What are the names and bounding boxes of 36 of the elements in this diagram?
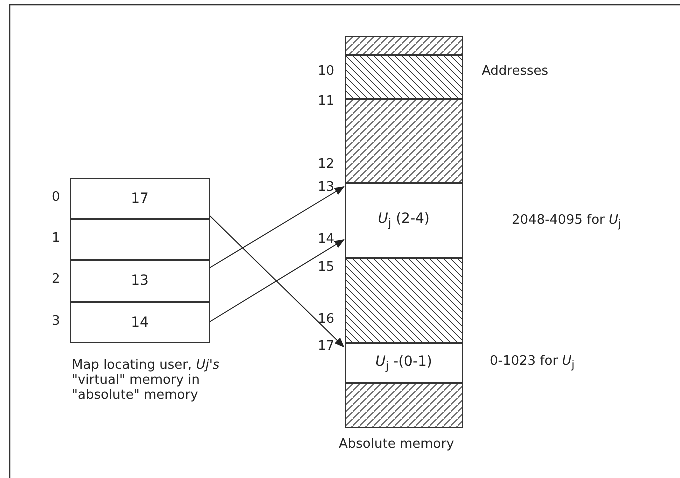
row-index: 2 — [52, 272, 60, 287]
address-number: 14 — [318, 232, 335, 247]
address-number: 13 — [318, 180, 335, 195]
arrow — [210, 186, 345, 268]
hatched-memory-block — [345, 99, 463, 183]
row-index: 3 — [52, 314, 60, 329]
address-number: 17 — [318, 339, 335, 354]
block-label: U$_{j}$ -(0-1) — [376, 354, 432, 372]
hatched-memory-block — [345, 36, 463, 55]
arrow — [210, 216, 345, 348]
address-number: 16 — [318, 312, 335, 327]
address-number: 11 — [318, 94, 335, 109]
block-label: U$_{j}$ (2-4) — [378, 211, 430, 230]
address-number: 12 — [318, 157, 335, 172]
arrow — [210, 239, 345, 322]
page-number: 17 — [131, 190, 149, 206]
address-number: 10 — [318, 64, 335, 79]
hatched-memory-block — [345, 258, 463, 343]
map-entry-row — [70, 260, 210, 302]
row-index: 1 — [52, 231, 60, 246]
memory-block — [345, 183, 463, 258]
caption: Map locating user, Uj's "virtual" memory in "absolute" memory — [72, 358, 221, 403]
row-index: 0 — [52, 190, 60, 205]
annotation: Addresses — [482, 64, 549, 79]
map-entry-row — [70, 219, 210, 260]
memory-block — [345, 343, 463, 383]
column-caption: Absolute memory — [339, 437, 454, 452]
page-number: 14 — [131, 314, 149, 330]
map-entry-row — [70, 302, 210, 343]
hatched-memory-block — [345, 383, 463, 428]
map-entry-row — [70, 178, 210, 219]
annotation: 2048-4095 for U$_{j}$ — [512, 213, 622, 231]
hatched-memory-block — [345, 55, 463, 99]
annotation: 0-1023 for U$_{j}$ — [490, 354, 575, 372]
address-number: 15 — [318, 260, 335, 275]
page-number: 13 — [131, 273, 149, 289]
